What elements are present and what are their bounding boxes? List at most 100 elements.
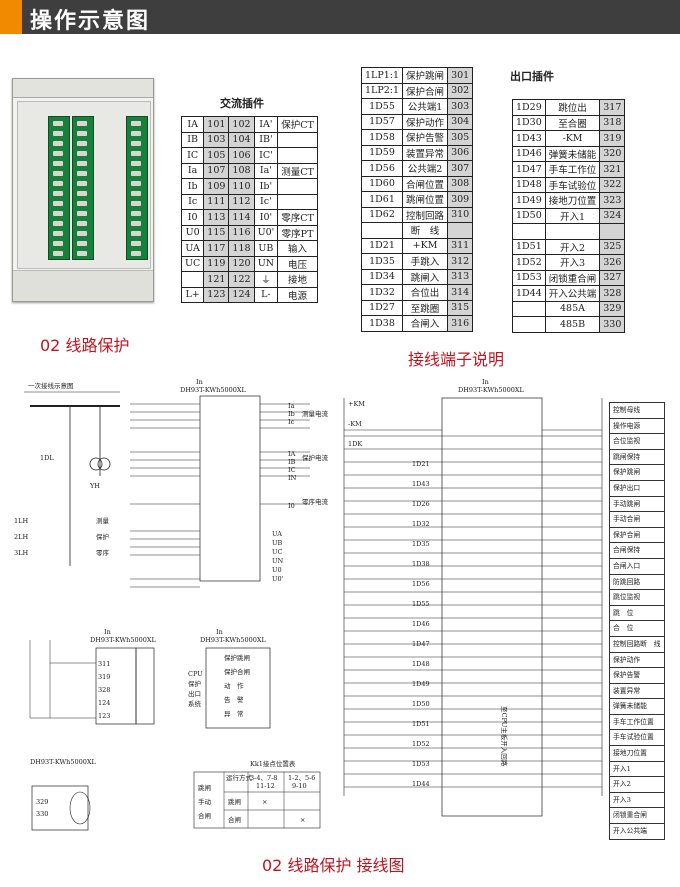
- ct-side-label: 测量电流: [302, 409, 329, 418]
- terminal-screw: [77, 181, 87, 186]
- caption-terminal-desc: 接线端子说明: [408, 350, 505, 369]
- volt-label: UC: [272, 548, 282, 556]
- kk-row-label: 跳闸: [228, 797, 241, 806]
- terminal-cell: 1D59: [360, 144, 404, 161]
- out-plugin-cell: 跳位出: [544, 99, 601, 116]
- ac-plugin-cell: [277, 193, 318, 210]
- kk-header: 1-2、5-6: [288, 774, 315, 782]
- banner-accent: [0, 0, 22, 34]
- out-side-label: 保护: [188, 679, 201, 688]
- terminal-screw: [131, 151, 141, 156]
- terminal-cell: 1LP2:1: [360, 82, 404, 99]
- ac-plugin-cell: IB: [180, 131, 205, 148]
- function-list-item: 合闸保持: [609, 543, 665, 559]
- function-list-item: 跳闸保持: [609, 449, 665, 466]
- out-plugin-cell: -KM: [544, 130, 601, 147]
- terminal-cell: 305: [447, 129, 474, 146]
- function-list-item: 保护出口: [609, 480, 665, 497]
- ac-plugin-cell: 121: [203, 271, 230, 288]
- terminal-cell: 308: [447, 175, 474, 192]
- terminal-cell: 311: [447, 237, 474, 254]
- ct-label: Ia: [288, 402, 295, 410]
- terminal-cell: 1D38: [360, 315, 404, 332]
- terminal-cell: 309: [447, 191, 474, 208]
- terminal-cell: 1D34: [360, 268, 404, 285]
- function-list-item: 跳位监视: [609, 590, 665, 606]
- out-side-label: 系统: [188, 699, 202, 708]
- ac-plugin-cell: I0': [253, 209, 279, 226]
- out-plugin-cell: 329: [599, 300, 626, 317]
- ac-plugin-cell: 109: [203, 178, 230, 195]
- out-plugin-cell: 至合圈: [544, 114, 601, 131]
- out-plugin-cell: 485B: [544, 316, 601, 333]
- control-label: 1D21: [412, 460, 430, 468]
- terminal-screw: [77, 201, 87, 206]
- terminal-strip-right: [126, 116, 148, 260]
- out-plugin-cell: 接地刀位置: [544, 192, 601, 209]
- out-plugin-cell: [544, 223, 601, 240]
- ac-plugin-cell: IC': [253, 147, 279, 164]
- out-plugin-cell: 1D46: [512, 145, 546, 162]
- out-plugin-cell: 319: [599, 130, 626, 147]
- relay-device-image: [12, 78, 154, 302]
- out-plugin-cell: [599, 223, 626, 240]
- out-plugin-cell: 1D51: [512, 238, 546, 255]
- svg-text:330: 330: [36, 810, 48, 818]
- control-label: 1D47: [412, 640, 430, 648]
- ac-plugin-cell: 电压: [277, 255, 318, 272]
- terminal-screw: [53, 211, 63, 216]
- terminal-cell: 手跳入: [402, 253, 449, 270]
- svg-text:1LH: 1LH: [14, 517, 28, 525]
- svg-text:124: 124: [98, 699, 110, 707]
- terminal-screw: [53, 251, 63, 256]
- function-list-item: 弹簧未储能: [609, 699, 665, 715]
- svg-text:至CPU主板开入回路: 至CPU主板开入回路: [500, 706, 509, 767]
- ac-plugin-cell: U0': [253, 224, 279, 241]
- control-label: 1D43: [412, 480, 430, 488]
- kk-mark: ×: [262, 798, 267, 806]
- control-label: 1D44: [412, 780, 430, 788]
- volt-label: UA: [272, 530, 282, 538]
- function-list-item: 开入2: [609, 777, 665, 793]
- terminal-screw: [53, 181, 63, 186]
- terminal-cell: 315: [447, 299, 474, 316]
- ac-plugin-cell: 123: [203, 286, 230, 303]
- terminal-cell: [447, 222, 474, 239]
- terminal-cell: 装置异常: [402, 144, 449, 161]
- ct-label: IN: [288, 474, 297, 482]
- function-list-item: 开入1: [609, 761, 665, 778]
- terminal-cell: 跳闸位置: [402, 191, 449, 208]
- ct-side-label: 零序电流: [302, 497, 329, 506]
- terminal-cell: +KM: [402, 237, 449, 254]
- function-list-item: 保护告警: [609, 668, 665, 684]
- terminal-screw: [77, 121, 87, 126]
- svg-text:DH93T-KWh5000XL: DH93T-KWh5000XL: [90, 636, 157, 644]
- control-label: 1D52: [412, 740, 430, 748]
- function-list-item: 保护合闸: [609, 527, 665, 544]
- out-box-label: 保护跳闸: [224, 653, 250, 662]
- terminal-screw: [77, 131, 87, 136]
- out-plugin-cell: 开入公共端: [544, 285, 601, 302]
- function-list-item: 保护动作: [609, 652, 665, 669]
- out-box-label: 保护合闸: [224, 667, 250, 676]
- terminal-screw: [131, 221, 141, 226]
- terminal-screw: [53, 131, 63, 136]
- svg-text:123: 123: [98, 712, 110, 720]
- control-label: 1DK: [348, 440, 362, 448]
- ac-plugin-cell: 106: [228, 147, 255, 164]
- ac-plugin-cell: 101: [203, 116, 230, 133]
